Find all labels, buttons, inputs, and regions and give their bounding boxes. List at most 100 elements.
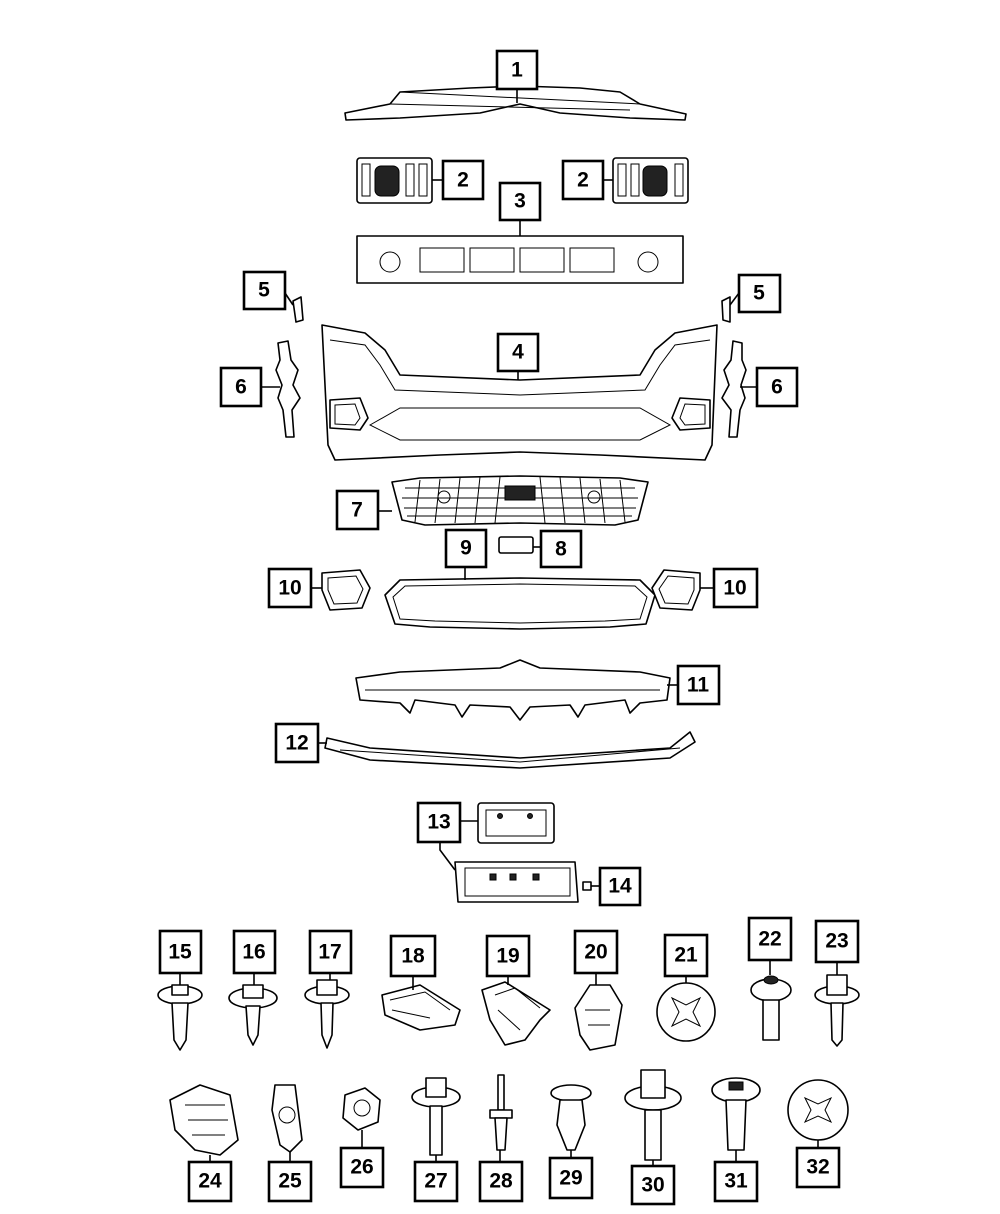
part-21-push-nut: [656, 982, 716, 1042]
svg-text:2: 2: [577, 169, 589, 192]
svg-text:7: 7: [351, 499, 363, 522]
callout-16: 16: [232, 929, 277, 975]
part-23-bolt: [814, 974, 860, 1047]
part-7-grille: [391, 475, 649, 526]
svg-text:1: 1: [511, 59, 523, 82]
callout-20: 20: [573, 929, 619, 975]
callout-12: 12: [274, 722, 320, 764]
part-15-bolt: [157, 984, 203, 1051]
part-8-cover: [498, 536, 534, 554]
callout-14: 14: [598, 866, 642, 907]
svg-text:10: 10: [278, 577, 301, 600]
svg-text:11: 11: [687, 674, 710, 697]
callout-6-left: 6: [219, 366, 263, 408]
svg-text:25: 25: [278, 1170, 302, 1193]
part-24-clip: [169, 1084, 239, 1156]
svg-text:8: 8: [555, 538, 567, 561]
part-3-reinforcement: [356, 235, 684, 284]
callout-30: 30: [630, 1164, 676, 1206]
callout-13: 13: [416, 801, 462, 844]
part-18-clip: [381, 984, 461, 1031]
callout-21: 21: [663, 933, 709, 978]
svg-text:23: 23: [825, 930, 848, 953]
part-10-bezel-left: [321, 569, 371, 611]
part-5-clip-left: [292, 296, 304, 323]
svg-text:2: 2: [457, 169, 469, 192]
svg-text:29: 29: [559, 1167, 582, 1190]
part-16-bolt: [228, 984, 278, 1046]
callout-26: 26: [339, 1146, 385, 1189]
part-22-bolt: [750, 975, 792, 1041]
callout-29: 29: [548, 1156, 594, 1200]
part-28-rivet: [489, 1074, 513, 1151]
callout-28: 28: [478, 1160, 524, 1203]
part-27-bolt: [411, 1077, 461, 1156]
callout-15: 15: [158, 929, 203, 975]
svg-text:30: 30: [641, 1174, 664, 1197]
callout-2-left: 2: [441, 159, 485, 201]
svg-text:13: 13: [427, 811, 450, 834]
callout-4: 4: [496, 332, 540, 373]
svg-text:3: 3: [514, 190, 526, 213]
callout-7: 7: [335, 489, 380, 531]
callout-9: 9: [444, 528, 488, 569]
svg-text:6: 6: [771, 376, 783, 399]
svg-text:20: 20: [584, 941, 607, 964]
part-30-bolt: [624, 1069, 682, 1161]
callout-18: 18: [389, 934, 437, 978]
part-9-grille-surround: [384, 577, 656, 630]
part-10-bezel-right: [651, 569, 701, 611]
svg-text:19: 19: [496, 945, 519, 968]
svg-text:4: 4: [512, 341, 524, 364]
part-29-push-pin: [550, 1084, 592, 1151]
part-14-screw: [582, 881, 592, 891]
callout-5-left: 5: [242, 270, 287, 311]
callout-5-right: 5: [737, 273, 782, 314]
svg-text:9: 9: [460, 537, 472, 560]
callout-6-right: 6: [755, 366, 799, 408]
svg-text:16: 16: [242, 941, 265, 964]
part-19-retainer: [481, 981, 551, 1046]
part-2-bracket-left: [356, 157, 433, 204]
part-13-plate-bracket-upper: [477, 802, 555, 844]
svg-text:27: 27: [424, 1170, 447, 1193]
svg-text:10: 10: [723, 577, 746, 600]
callout-10-right: 10: [712, 567, 759, 609]
callout-10-left: 10: [267, 567, 313, 609]
callout-2-right: 2: [561, 159, 605, 201]
svg-text:12: 12: [285, 732, 308, 755]
svg-text:14: 14: [608, 875, 632, 898]
part-32-push-nut: [787, 1079, 849, 1141]
svg-text:28: 28: [489, 1170, 513, 1193]
part-13-plate-bracket-lower: [454, 861, 579, 903]
part-1-upper-panel: [344, 85, 687, 121]
svg-text:17: 17: [318, 941, 341, 964]
part-31-bolt: [711, 1077, 761, 1151]
leader-lines: [179, 89, 838, 1166]
svg-text:26: 26: [350, 1156, 373, 1179]
part-20-nut-clip: [574, 984, 623, 1051]
callout-25: 25: [267, 1160, 313, 1203]
callout-32: 32: [795, 1146, 841, 1189]
part-25-clip-nut: [271, 1084, 303, 1153]
part-6-side-bracket-left: [275, 340, 301, 438]
callout-22: 22: [747, 916, 793, 962]
svg-text:5: 5: [753, 282, 765, 305]
svg-text:5: 5: [258, 279, 270, 302]
part-2-bracket-right: [612, 157, 689, 204]
svg-text:15: 15: [168, 941, 192, 964]
part-12-valance: [324, 731, 696, 769]
callout-3: 3: [498, 181, 542, 222]
callout-31: 31: [713, 1160, 759, 1203]
svg-text:18: 18: [401, 945, 425, 968]
svg-text:31: 31: [724, 1170, 748, 1193]
callout-19: 19: [485, 934, 531, 978]
part-5-clip-right: [721, 296, 731, 323]
part-4-bumper-fascia: [321, 324, 718, 461]
callout-11: 11: [676, 664, 721, 706]
svg-text:6: 6: [235, 376, 247, 399]
callout-27: 27: [413, 1160, 459, 1203]
svg-text:32: 32: [806, 1156, 829, 1179]
part-17-screw: [304, 979, 350, 1049]
